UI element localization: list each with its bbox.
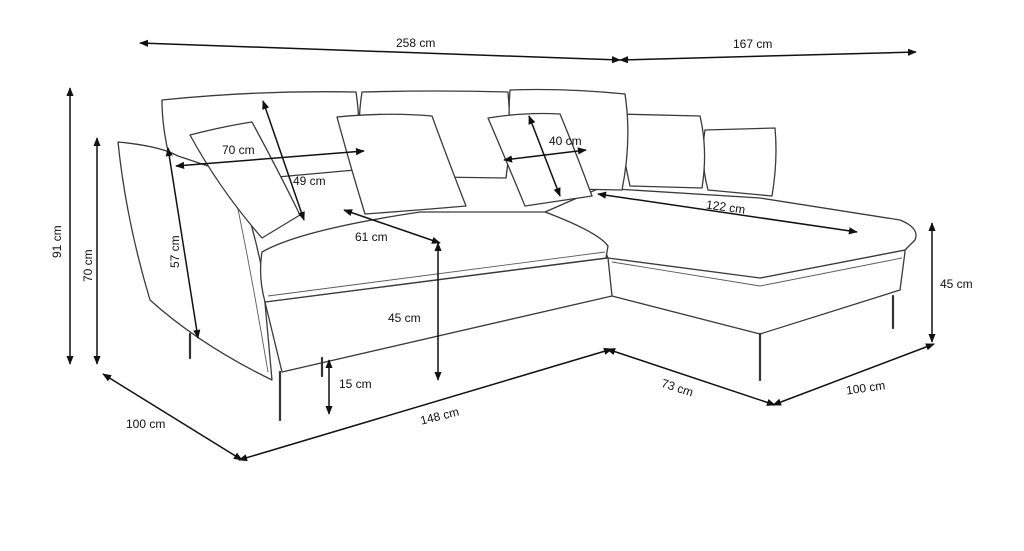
- chaise-back-cushion-right: [702, 127, 777, 197]
- dim-chaise-depth-line: [772, 343, 935, 406]
- label-cushion-height: 49 cm: [293, 174, 326, 188]
- dim-front-width-line: [238, 347, 613, 462]
- label-chaise-length: 122 cm: [705, 197, 746, 216]
- dim-cushion-height-line: [262, 100, 305, 221]
- chaise-scatter-cushion: [616, 113, 706, 189]
- label-sofa-depth: 100 cm: [126, 417, 165, 431]
- dim-chaise-length-line: [597, 191, 858, 235]
- label-leg-height: 15 cm: [339, 377, 372, 391]
- dim-sofa-depth-line: [102, 373, 243, 461]
- dim-small-cushion-vert-line: [528, 115, 561, 197]
- label-small-cushion: 40 cm: [549, 134, 582, 148]
- sofa-drawing: [117, 88, 917, 422]
- chaise-seam: [611, 257, 903, 287]
- label-back-height: 57 cm: [168, 235, 182, 268]
- label-front-width: 148 cm: [419, 405, 461, 428]
- label-seat-depth: 61 cm: [355, 230, 388, 244]
- dim-chaise-front-line: [606, 348, 776, 406]
- dim-chaise-top-line: [619, 48, 917, 64]
- label-chaise-front: 73 cm: [660, 376, 695, 399]
- dimension-labels: 258 cm 167 cm 91 cm 70 cm 57 cm 70 cm 49…: [50, 36, 973, 431]
- dim-seat-depth-line: [343, 209, 441, 244]
- dim-total-width-line: [139, 39, 621, 64]
- label-chaise-height: 45 cm: [940, 277, 973, 291]
- dim-back-height-line: [165, 147, 201, 339]
- dimension-lines: [66, 39, 936, 462]
- label-cushion-width: 70 cm: [222, 143, 255, 157]
- label-total-height: 91 cm: [50, 225, 64, 258]
- label-seat-height: 45 cm: [388, 311, 421, 325]
- label-chaise-top: 167 cm: [733, 37, 772, 51]
- label-arm-height: 70 cm: [81, 249, 95, 282]
- label-total-width: 258 cm: [396, 36, 435, 50]
- scatter-cushion-center: [336, 113, 467, 215]
- label-chaise-depth: 100 cm: [845, 378, 886, 397]
